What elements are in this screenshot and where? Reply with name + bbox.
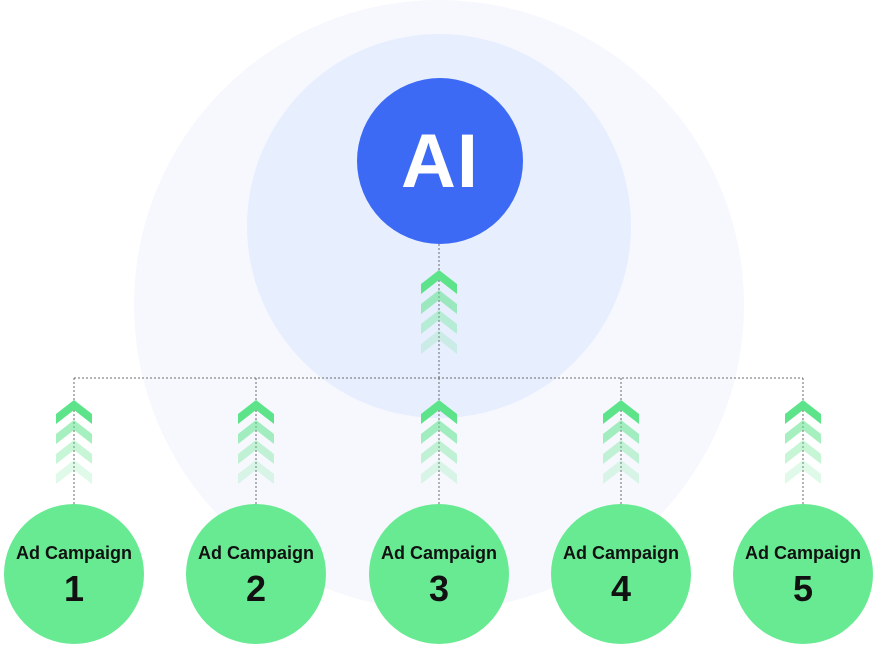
campaign-circle-5: [733, 504, 873, 644]
arrow-groups: [56, 270, 821, 484]
arrow-group-campaign-2-chevron-2: [238, 420, 274, 444]
arrow-group-campaign-1-chevron-1: [56, 400, 92, 424]
arrow-group-campaign-4: [603, 400, 639, 484]
arrow-group-campaign-3-chevron-2: [421, 420, 457, 444]
arrow-group-campaign-2-chevron-3: [238, 440, 274, 464]
arrow-group-campaign-4-chevron-2: [603, 420, 639, 444]
arrow-group-campaign-1-chevron-3: [56, 440, 92, 464]
arrow-group-campaign-3: [421, 400, 457, 484]
arrow-group-campaign-2-chevron-4: [238, 460, 274, 484]
arrow-group-ai-chevron-4: [421, 330, 457, 354]
campaign-circle-3: [369, 504, 509, 644]
arrow-group-campaign-2-chevron-1: [238, 400, 274, 424]
arrow-group-campaign-4-chevron-1: [603, 400, 639, 424]
arrow-group-campaign-1-chevron-2: [56, 420, 92, 444]
arrow-group-campaign-5-chevron-4: [785, 460, 821, 484]
connector-lines: [73, 244, 804, 505]
arrow-group-campaign-4-chevron-4: [603, 460, 639, 484]
arrow-group-campaign-3-chevron-3: [421, 440, 457, 464]
arrow-group-ai-chevron-1: [421, 270, 457, 294]
arrow-group-campaign-3-chevron-4: [421, 460, 457, 484]
campaign-circle-4: [551, 504, 691, 644]
arrow-group-campaign-5-chevron-1: [785, 400, 821, 424]
arrow-group-campaign-1: [56, 400, 92, 484]
campaign-circle-2: [186, 504, 326, 644]
arrow-group-campaign-3-chevron-1: [421, 400, 457, 424]
arrow-group-campaign-5-chevron-3: [785, 440, 821, 464]
arrow-group-campaign-4-chevron-3: [603, 440, 639, 464]
arrow-group-ai-chevron-3: [421, 310, 457, 334]
arrow-group-campaign-2: [238, 400, 274, 484]
campaign-circles: [4, 504, 873, 644]
campaign-circle-1: [4, 504, 144, 644]
arrow-group-ai-chevron-2: [421, 290, 457, 314]
arrow-group-campaign-5: [785, 400, 821, 484]
arrow-group-campaign-5-chevron-2: [785, 420, 821, 444]
arrow-group-campaign-1-chevron-4: [56, 460, 92, 484]
arrow-group-ai: [421, 270, 457, 354]
ai-circle: [357, 78, 523, 244]
